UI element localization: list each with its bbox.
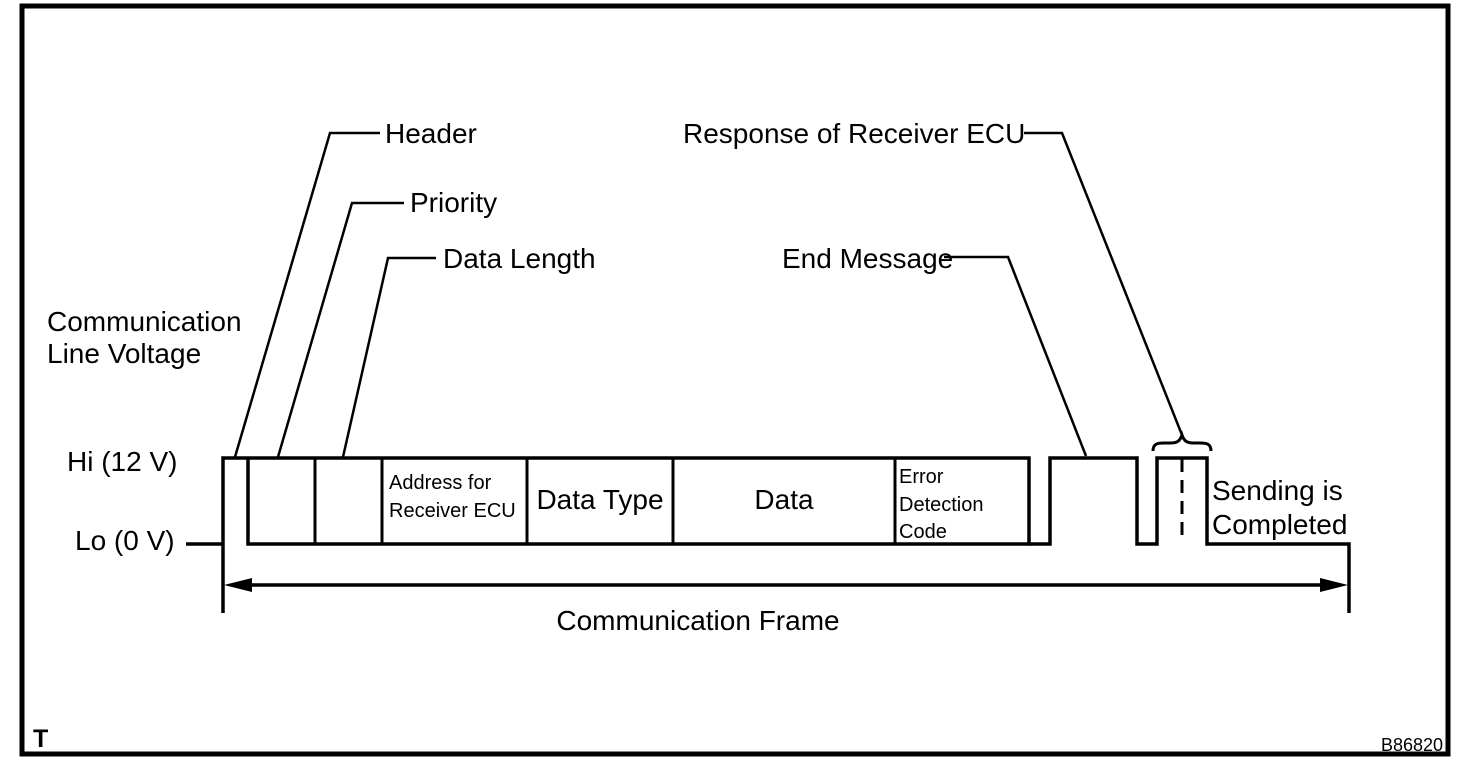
axis-title-line1: Communication	[47, 306, 242, 337]
error-code-segment-label-line3: Code	[899, 521, 947, 543]
axis-title-line2: Line Voltage	[47, 338, 201, 369]
frame-span-label: Communication Frame	[556, 605, 839, 636]
figure-id-code: B86820	[1381, 735, 1443, 755]
end-message-leader-line	[944, 255, 1088, 457]
priority-label: Priority	[410, 187, 497, 218]
data-segment-label: Data	[754, 484, 814, 515]
figure-border	[19, 3, 1451, 757]
address-segment-label-line1: Address for	[389, 472, 492, 494]
end-message-and-response-pulses	[1029, 456, 1351, 613]
sending-completed-line1: Sending is	[1212, 475, 1343, 506]
response-brace	[1151, 430, 1213, 452]
sending-completed-line2: Completed	[1212, 509, 1347, 540]
frame-span-arrowhead-left	[224, 578, 252, 592]
error-code-segment-label-line1: Error	[899, 466, 944, 488]
response-leader-line	[1024, 131, 1184, 436]
lo-level-label: Lo (0 V)	[75, 525, 175, 556]
header-leader-line	[233, 131, 380, 458]
waveform-outline	[221, 456, 1031, 613]
hi-level-label: Hi (12 V)	[67, 446, 177, 477]
corner-mark: T	[33, 725, 48, 753]
header-label: Header	[385, 118, 477, 149]
address-segment-label-line2: Receiver ECU	[389, 500, 516, 522]
frame-span-arrowhead-right	[1320, 578, 1348, 592]
response-label: Response of Receiver ECU	[683, 118, 1025, 149]
data-length-leader-line	[341, 256, 436, 458]
data-type-segment-label: Data Type	[536, 484, 663, 515]
priority-leader-line	[276, 201, 404, 458]
error-code-segment-label-line2: Detection	[899, 494, 984, 516]
data-length-label: Data Length	[443, 243, 596, 274]
end-message-label: End Message	[782, 243, 953, 274]
